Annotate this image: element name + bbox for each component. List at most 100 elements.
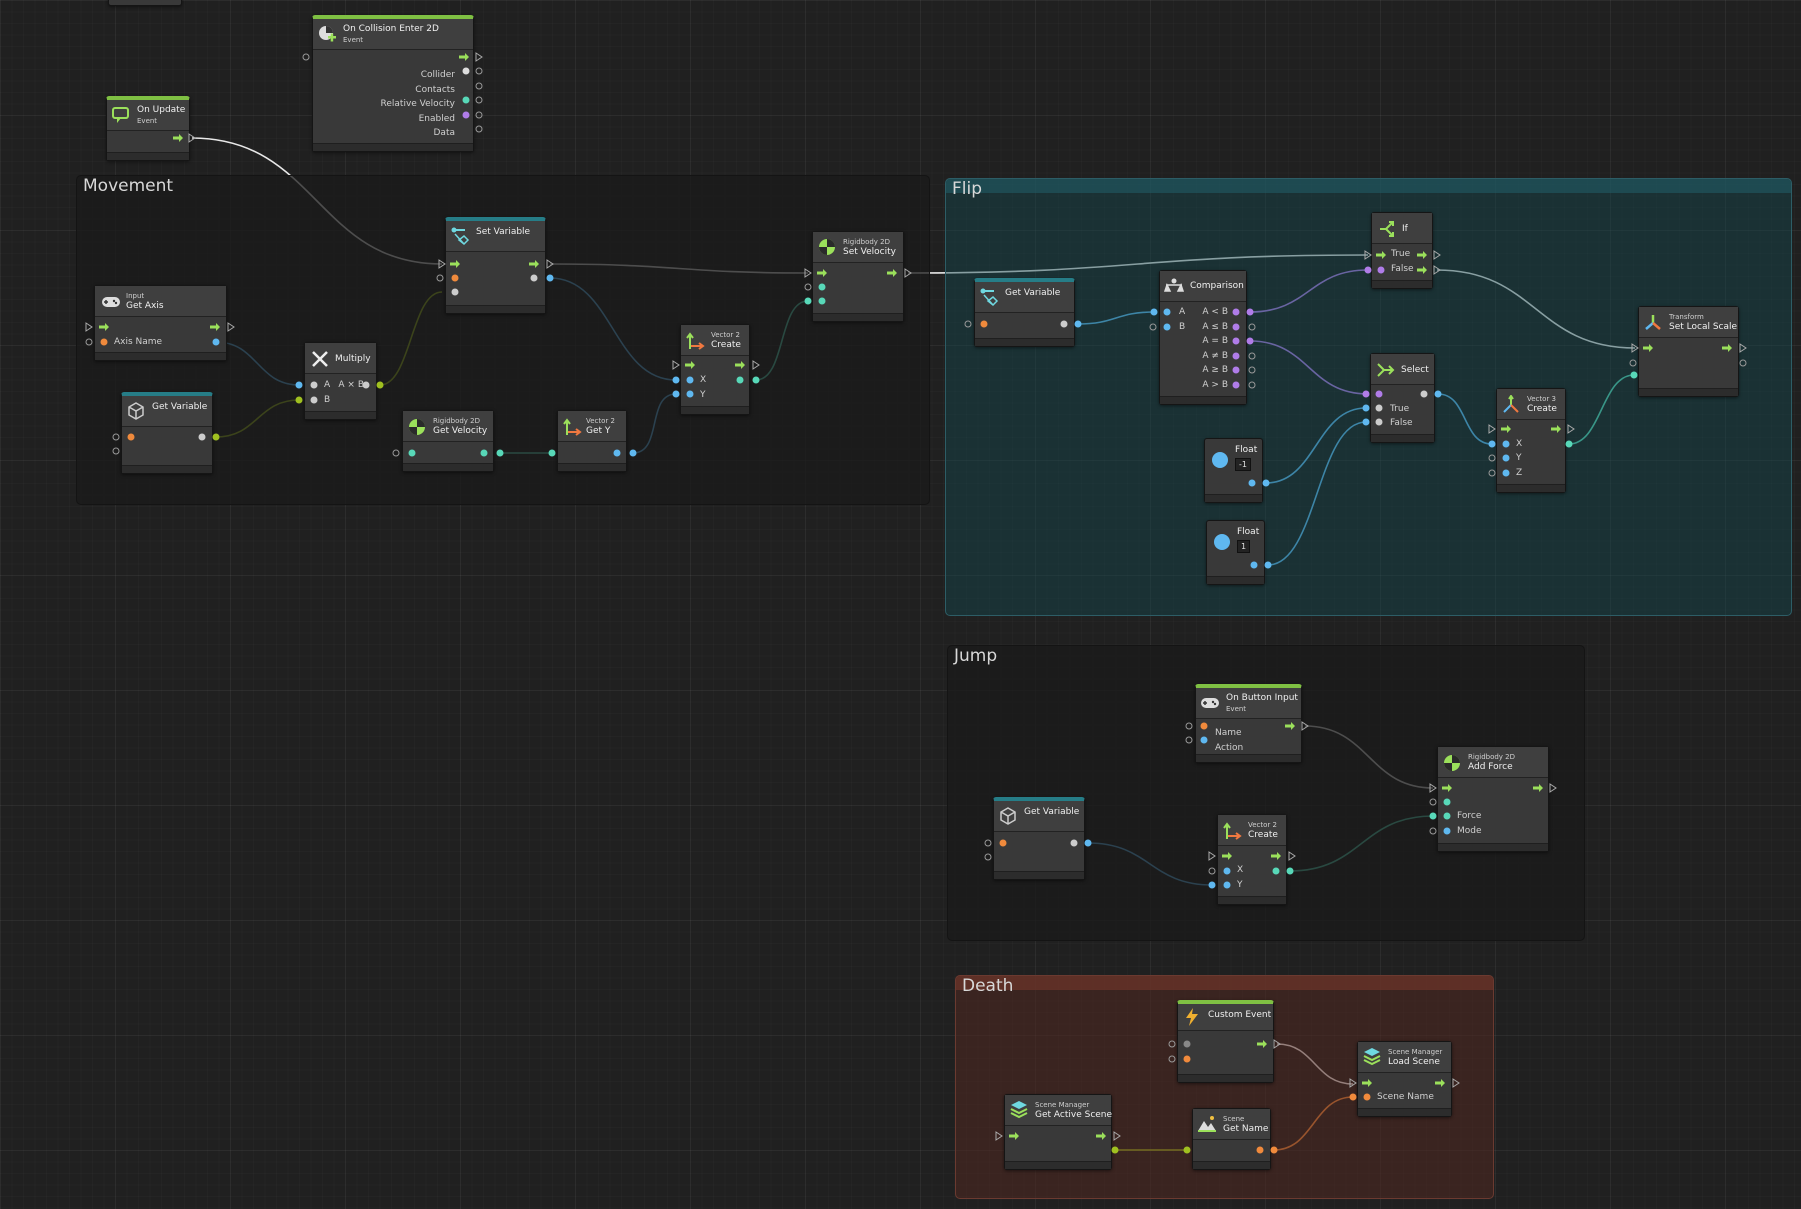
- node-custom-event[interactable]: Custom Event: [1177, 1000, 1274, 1083]
- enabled-port[interactable]: [462, 111, 470, 119]
- connection-dot[interactable]: [1183, 1146, 1191, 1154]
- flow-output-port[interactable]: [1285, 722, 1295, 730]
- unconnected-port[interactable]: [1429, 798, 1437, 806]
- node-rigidbody2d-get-velocity[interactable]: Rigidbody 2D Get Velocity: [402, 410, 494, 472]
- unconnected-port[interactable]: [475, 111, 483, 119]
- float-wire[interactable]: [1077, 311, 1155, 325]
- name-port[interactable]: [1200, 722, 1208, 730]
- connection-dot[interactable]: [1434, 390, 1442, 398]
- node-rigidbody2d-set-velocity[interactable]: Rigidbody 2D Set Velocity: [812, 231, 904, 322]
- flow-connector[interactable]: [475, 52, 483, 62]
- group-flip[interactable]: Flip: [945, 178, 1792, 616]
- flow-connector[interactable]: [1549, 783, 1557, 793]
- connection-dot[interactable]: [496, 449, 504, 457]
- flow-connector[interactable]: [1739, 343, 1747, 353]
- a-port[interactable]: [310, 381, 318, 389]
- node-transform-set-local-scale[interactable]: Transform Set Local Scale: [1638, 306, 1739, 397]
- unconnected-port[interactable]: [302, 53, 310, 61]
- flow-output-port[interactable]: [1257, 1040, 1267, 1048]
- unconnected-port[interactable]: [1185, 736, 1193, 744]
- node-input-get-axis[interactable]: Input Get Axis Axis Name: [94, 285, 227, 361]
- unconnected-port[interactable]: [1149, 323, 1157, 331]
- connection-dot[interactable]: [1246, 337, 1254, 345]
- node-scene-get-name[interactable]: Scene Get Name: [1192, 1108, 1271, 1170]
- unconnected-port[interactable]: [804, 283, 812, 291]
- flow-output-port[interactable]: [1271, 852, 1281, 860]
- connection-dot[interactable]: [1084, 839, 1092, 847]
- z-port[interactable]: [1502, 469, 1510, 477]
- node-scene-manager-load-scene[interactable]: Scene Manager Load Scene Scene Name: [1357, 1041, 1452, 1117]
- connection-dot[interactable]: [295, 396, 303, 404]
- group-title[interactable]: Movement: [83, 176, 174, 196]
- node-get-variable-movement[interactable]: Get Variable: [121, 392, 213, 474]
- y-port[interactable]: [613, 449, 621, 457]
- flow-output-port[interactable]: [735, 361, 745, 369]
- node-float-positive[interactable]: Float 1: [1206, 520, 1265, 585]
- flow-connector[interactable]: [1433, 265, 1441, 275]
- flow-output-port[interactable]: [1533, 784, 1543, 792]
- connection-dot[interactable]: [1286, 867, 1294, 875]
- condition-port[interactable]: [1375, 390, 1383, 398]
- unconnected-port[interactable]: [475, 82, 483, 90]
- target-port[interactable]: [818, 283, 826, 291]
- node-scene-manager-get-active-scene[interactable]: Scene Manager Get Active Scene: [1004, 1094, 1112, 1170]
- flow-connector[interactable]: [227, 322, 235, 332]
- unconnected-port[interactable]: [1248, 352, 1256, 360]
- flow-output-port[interactable]: [1096, 1132, 1106, 1140]
- flow-connector[interactable]: [804, 268, 812, 278]
- connection-dot[interactable]: [1262, 479, 1270, 487]
- node-rigidbody2d-add-force[interactable]: Rigidbody 2D Add Force Force Mode: [1437, 746, 1549, 852]
- float-wire[interactable]: [1437, 393, 1493, 445]
- connection-dot[interactable]: [376, 381, 384, 389]
- float-output-port[interactable]: [1248, 479, 1256, 487]
- flow-input-port[interactable]: [817, 269, 827, 277]
- node-vector2-get-y[interactable]: Vector 2 Get Y: [557, 410, 627, 472]
- flow-connector[interactable]: [85, 322, 93, 332]
- connection-dot[interactable]: [629, 449, 637, 457]
- unconnected-port[interactable]: [1248, 323, 1256, 331]
- vector-output-port[interactable]: [1272, 867, 1280, 875]
- unconnected-port[interactable]: [1488, 454, 1496, 462]
- flow-input-port[interactable]: [450, 260, 460, 268]
- unconnected-port[interactable]: [475, 125, 483, 133]
- comparison-output-port[interactable]: [1232, 381, 1240, 389]
- target-port[interactable]: [408, 449, 416, 457]
- node-get-variable-jump[interactable]: Get Variable: [993, 797, 1085, 880]
- unconnected-port[interactable]: [112, 433, 120, 441]
- connection-dot[interactable]: [1246, 308, 1254, 316]
- connection-dot[interactable]: [1111, 1146, 1119, 1154]
- flow-output-port[interactable]: [210, 323, 220, 331]
- node-if[interactable]: If True False: [1371, 212, 1433, 289]
- name-port[interactable]: [1183, 1055, 1191, 1063]
- flow-output-port[interactable]: [173, 134, 183, 142]
- velocity-port[interactable]: [818, 297, 826, 305]
- y-port[interactable]: [1502, 454, 1510, 462]
- flow-output-port[interactable]: [1551, 425, 1561, 433]
- comparison-output-port[interactable]: [1232, 308, 1240, 316]
- float-value-field[interactable]: 1: [1237, 540, 1251, 553]
- flow-input-port[interactable]: [1643, 344, 1653, 352]
- flow-output-port[interactable]: [1722, 344, 1732, 352]
- flow-connector[interactable]: [1349, 1078, 1357, 1088]
- flow-output-port[interactable]: [529, 260, 539, 268]
- name-output-port[interactable]: [1256, 1146, 1264, 1154]
- unconnected-port[interactable]: [85, 338, 93, 346]
- flow-connector[interactable]: [1452, 1078, 1460, 1088]
- true-port[interactable]: [1375, 404, 1383, 412]
- value-port[interactable]: [1060, 320, 1068, 328]
- unconnected-port[interactable]: [1248, 366, 1256, 374]
- y-port[interactable]: [686, 390, 694, 398]
- flow-output-port[interactable]: [887, 269, 897, 277]
- node-select[interactable]: Select True False: [1370, 353, 1435, 443]
- connection-dot[interactable]: [1630, 371, 1638, 379]
- unconnected-port[interactable]: [1429, 827, 1437, 835]
- flow-wire[interactable]: [907, 254, 1369, 274]
- x-port[interactable]: [686, 376, 694, 384]
- flow-connector[interactable]: [1567, 424, 1575, 434]
- connection-dot[interactable]: [1362, 418, 1370, 426]
- vector-wire[interactable]: [1568, 374, 1635, 445]
- unconnected-port[interactable]: [112, 447, 120, 455]
- connection-dot[interactable]: [548, 449, 556, 457]
- action-port[interactable]: [1200, 736, 1208, 744]
- flow-input-port[interactable]: [1376, 251, 1386, 259]
